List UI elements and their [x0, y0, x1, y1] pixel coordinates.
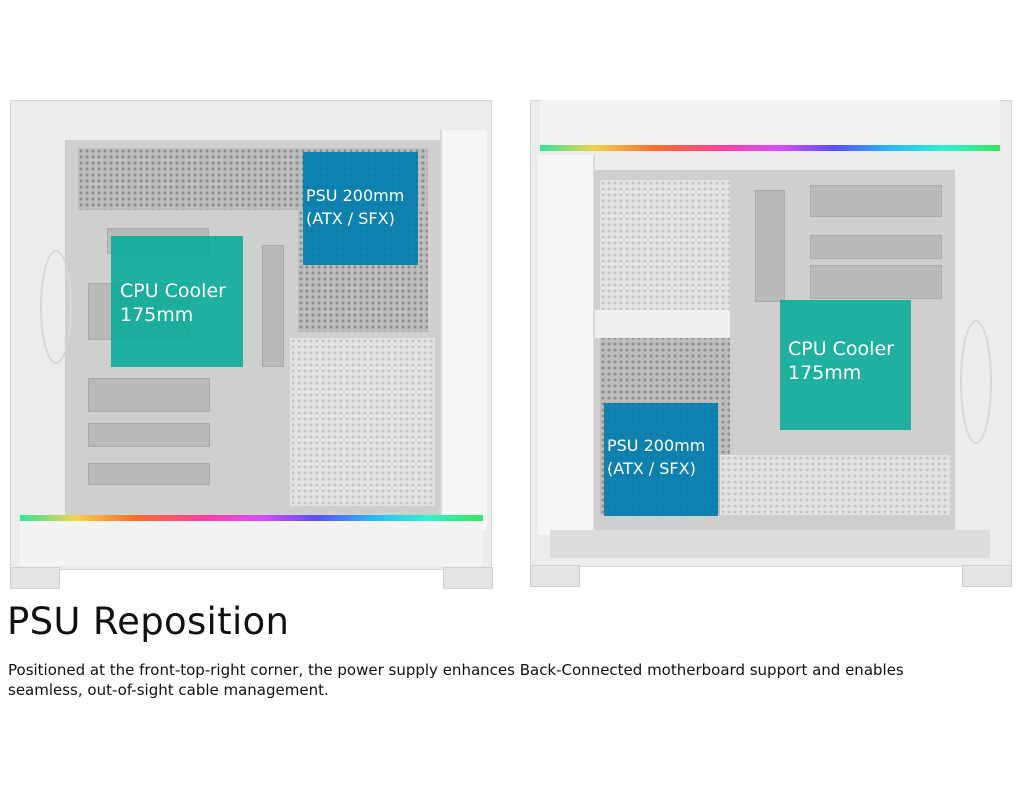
lower-mesh	[290, 338, 435, 506]
psu-label: PSU 200mm	[306, 186, 405, 205]
cutout	[810, 185, 942, 217]
rgb-strip	[540, 145, 1000, 151]
cutout	[88, 463, 210, 485]
bottom-panel	[20, 521, 483, 566]
cpu-cooler-label: CPU Cooler	[120, 280, 226, 302]
upper-mesh	[600, 180, 730, 310]
psu-shroud	[595, 310, 730, 338]
glass-front	[440, 130, 487, 530]
case-foot	[10, 567, 60, 589]
cpu-cooler-size: 175mm	[120, 304, 194, 326]
glass-front	[538, 155, 595, 535]
top-panel	[540, 100, 1000, 145]
psu-label: PSU 200mm	[607, 436, 706, 455]
cutout	[88, 378, 210, 412]
cutout	[88, 423, 210, 447]
left-case-image	[10, 100, 493, 590]
rgb-strip	[20, 515, 483, 521]
side-fan	[960, 320, 992, 444]
side-fan	[40, 250, 72, 364]
section-heading: PSU Reposition	[7, 600, 290, 643]
psu-zone: PSU 200mm (ATX / SFX)	[604, 403, 718, 516]
psu-format: (ATX / SFX)	[607, 459, 696, 478]
case-foot	[443, 567, 493, 589]
bottom-rail	[550, 530, 990, 558]
right-case-image	[530, 100, 1012, 588]
cutout	[262, 245, 284, 367]
bottom-mesh	[720, 455, 950, 515]
cpu-cooler-label: CPU Cooler	[788, 338, 894, 360]
case-foot	[962, 565, 1012, 587]
section-description: Positioned at the front-top-right corner…	[8, 661, 904, 699]
cpu-cooler-zone: CPU Cooler 175mm	[111, 236, 243, 367]
psu-format: (ATX / SFX)	[306, 209, 395, 228]
cpu-cooler-zone: CPU Cooler 175mm	[780, 300, 911, 430]
psu-zone: PSU 200mm (ATX / SFX)	[303, 152, 418, 265]
cutout	[810, 265, 942, 299]
case-foot	[530, 565, 580, 587]
cpu-cooler-size: 175mm	[788, 362, 862, 384]
cutout	[810, 235, 942, 259]
cutout	[755, 190, 785, 302]
